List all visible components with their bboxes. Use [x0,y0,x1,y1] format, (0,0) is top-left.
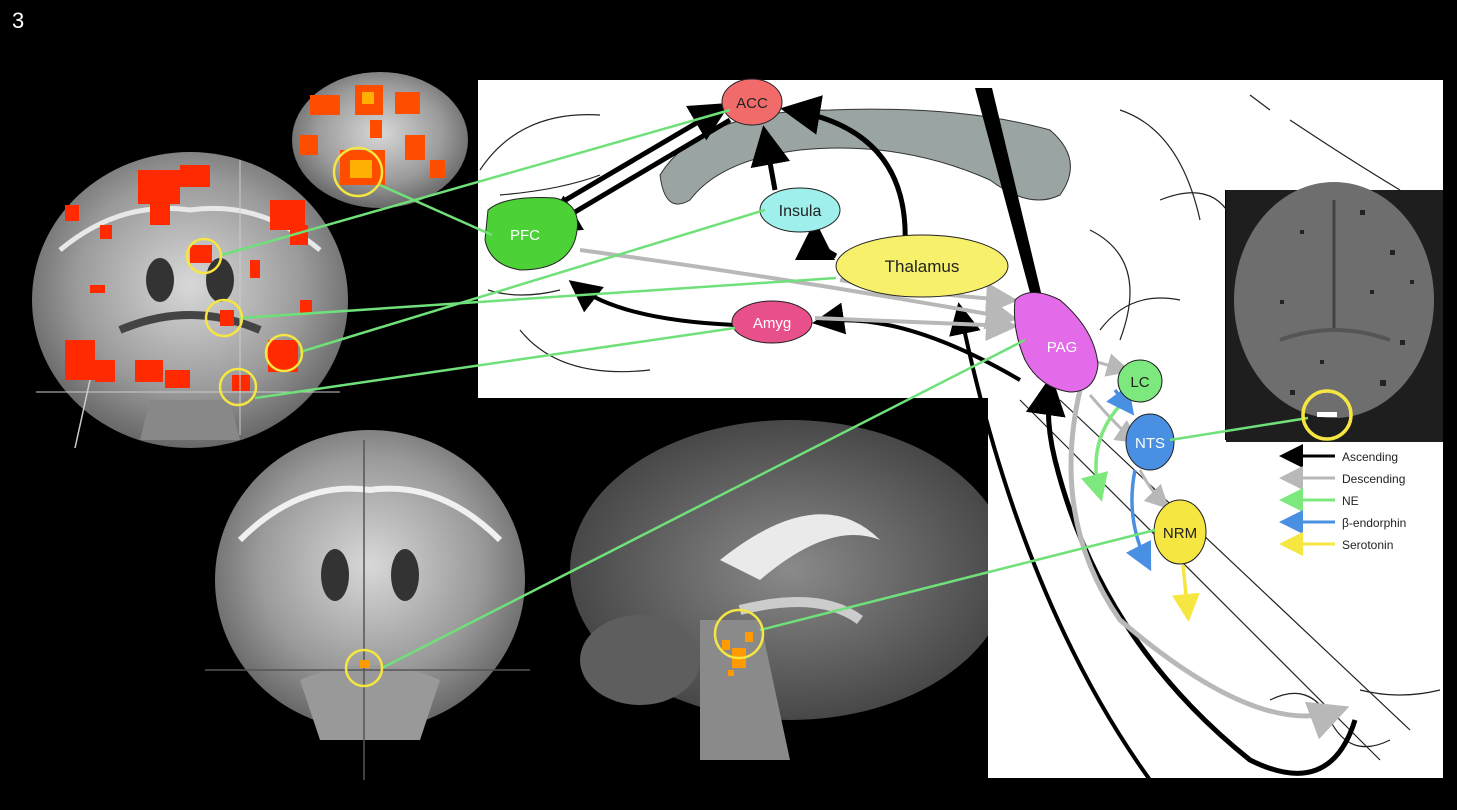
node-acc-label: ACC [736,95,768,112]
node-thalamus-label: Thalamus [885,257,960,276]
axial-inset-scan [1226,182,1443,442]
legend-label: Descending [1342,472,1405,486]
node-pfc-label: PFC [510,227,540,244]
node-nrm: NRM [1154,500,1206,564]
small-coronal-scan [292,72,468,208]
legend-label: Serotonin [1342,538,1393,552]
legend-label: β-endorphin [1342,516,1406,530]
node-acc: ACC [722,79,782,125]
coronal-gray-scan [205,430,530,780]
node-amyg-label: Amyg [753,315,791,332]
node-insula-label: Insula [779,203,822,220]
node-amyg: Amyg [732,301,812,343]
node-nrm-label: NRM [1163,525,1197,542]
sagittal-gray-scan [570,420,1010,760]
coronal-activation-scan [32,152,348,448]
legend-label: NE [1342,494,1359,508]
node-nts: NTS [1126,414,1174,470]
node-insula: Insula [760,188,840,232]
node-pag-label: PAG [1047,339,1078,356]
legend-label: Ascending [1342,450,1398,464]
node-lc-label: LC [1130,374,1149,391]
node-nts-label: NTS [1135,435,1165,452]
node-lc: LC [1118,360,1162,402]
node-thalamus: Thalamus [836,235,1008,297]
